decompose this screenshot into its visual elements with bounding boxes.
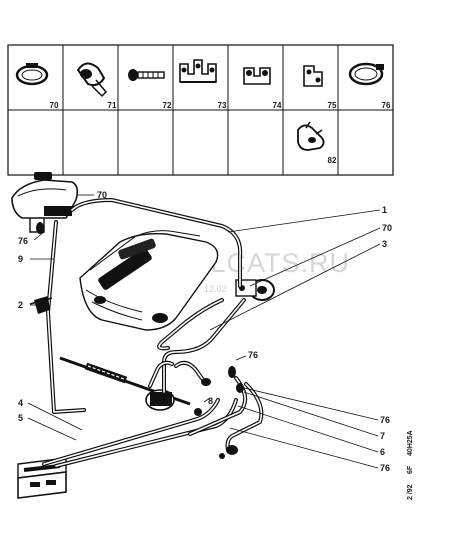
bolt-72-icon [128,69,165,81]
callout-6: 6 [380,447,385,457]
part-label-82: 82 [328,156,337,165]
callout-7: 7 [380,431,385,441]
callout-4: 4 [18,398,23,408]
pipe-clamps [36,222,244,459]
hose-lines [42,198,264,468]
small-clip-75-icon [303,65,323,87]
part-label-75: 75 [328,101,337,110]
watermark-date: 12.02 [204,284,227,294]
drawing-code-ref: 40H25A [407,430,414,456]
callout-70-right: 70 [382,223,392,233]
callout-8: 8 [208,396,213,406]
callout-2: 2 [18,300,23,310]
part-label-76: 76 [382,101,391,110]
hose-clamp-70-icon [15,63,49,86]
callout-76-right-lower: 76 [380,463,390,473]
part-label-72: 72 [163,101,172,110]
callout-1: 1 [382,205,387,215]
callout-70-top: 70 [97,190,107,200]
steering-rack [59,356,202,416]
part-label-74: 74 [273,101,282,110]
drawing-code-model: 6F [407,465,414,474]
callout-76-right-upper: 76 [380,415,390,425]
callout-76-mid: 76 [248,350,258,360]
leader-lines [27,194,381,469]
part-label-71: 71 [108,101,117,110]
drawing-code: 2 /92 6F 40H25A [407,430,414,500]
bracket-clip-71-icon [76,62,108,98]
callout-5: 5 [18,413,23,423]
callout-9: 9 [18,254,23,264]
parts-table: 70 71 72 73 [7,44,394,176]
callout-76-left: 76 [18,236,28,246]
hose-clamp-76-icon [348,62,384,86]
double-clip-74-icon [243,67,271,85]
part-label-70: 70 [50,101,59,110]
multi-pipe-clip-73-icon [179,59,217,83]
bracket-2-icon [29,296,53,314]
callout-3: 3 [382,239,387,249]
steering-pump [235,279,275,301]
clip-82-icon [297,121,325,151]
fluid-reservoir [11,172,79,233]
engine-block [79,230,219,331]
drawing-code-date: 2 /92 [407,484,414,500]
part-label-73: 73 [218,101,227,110]
